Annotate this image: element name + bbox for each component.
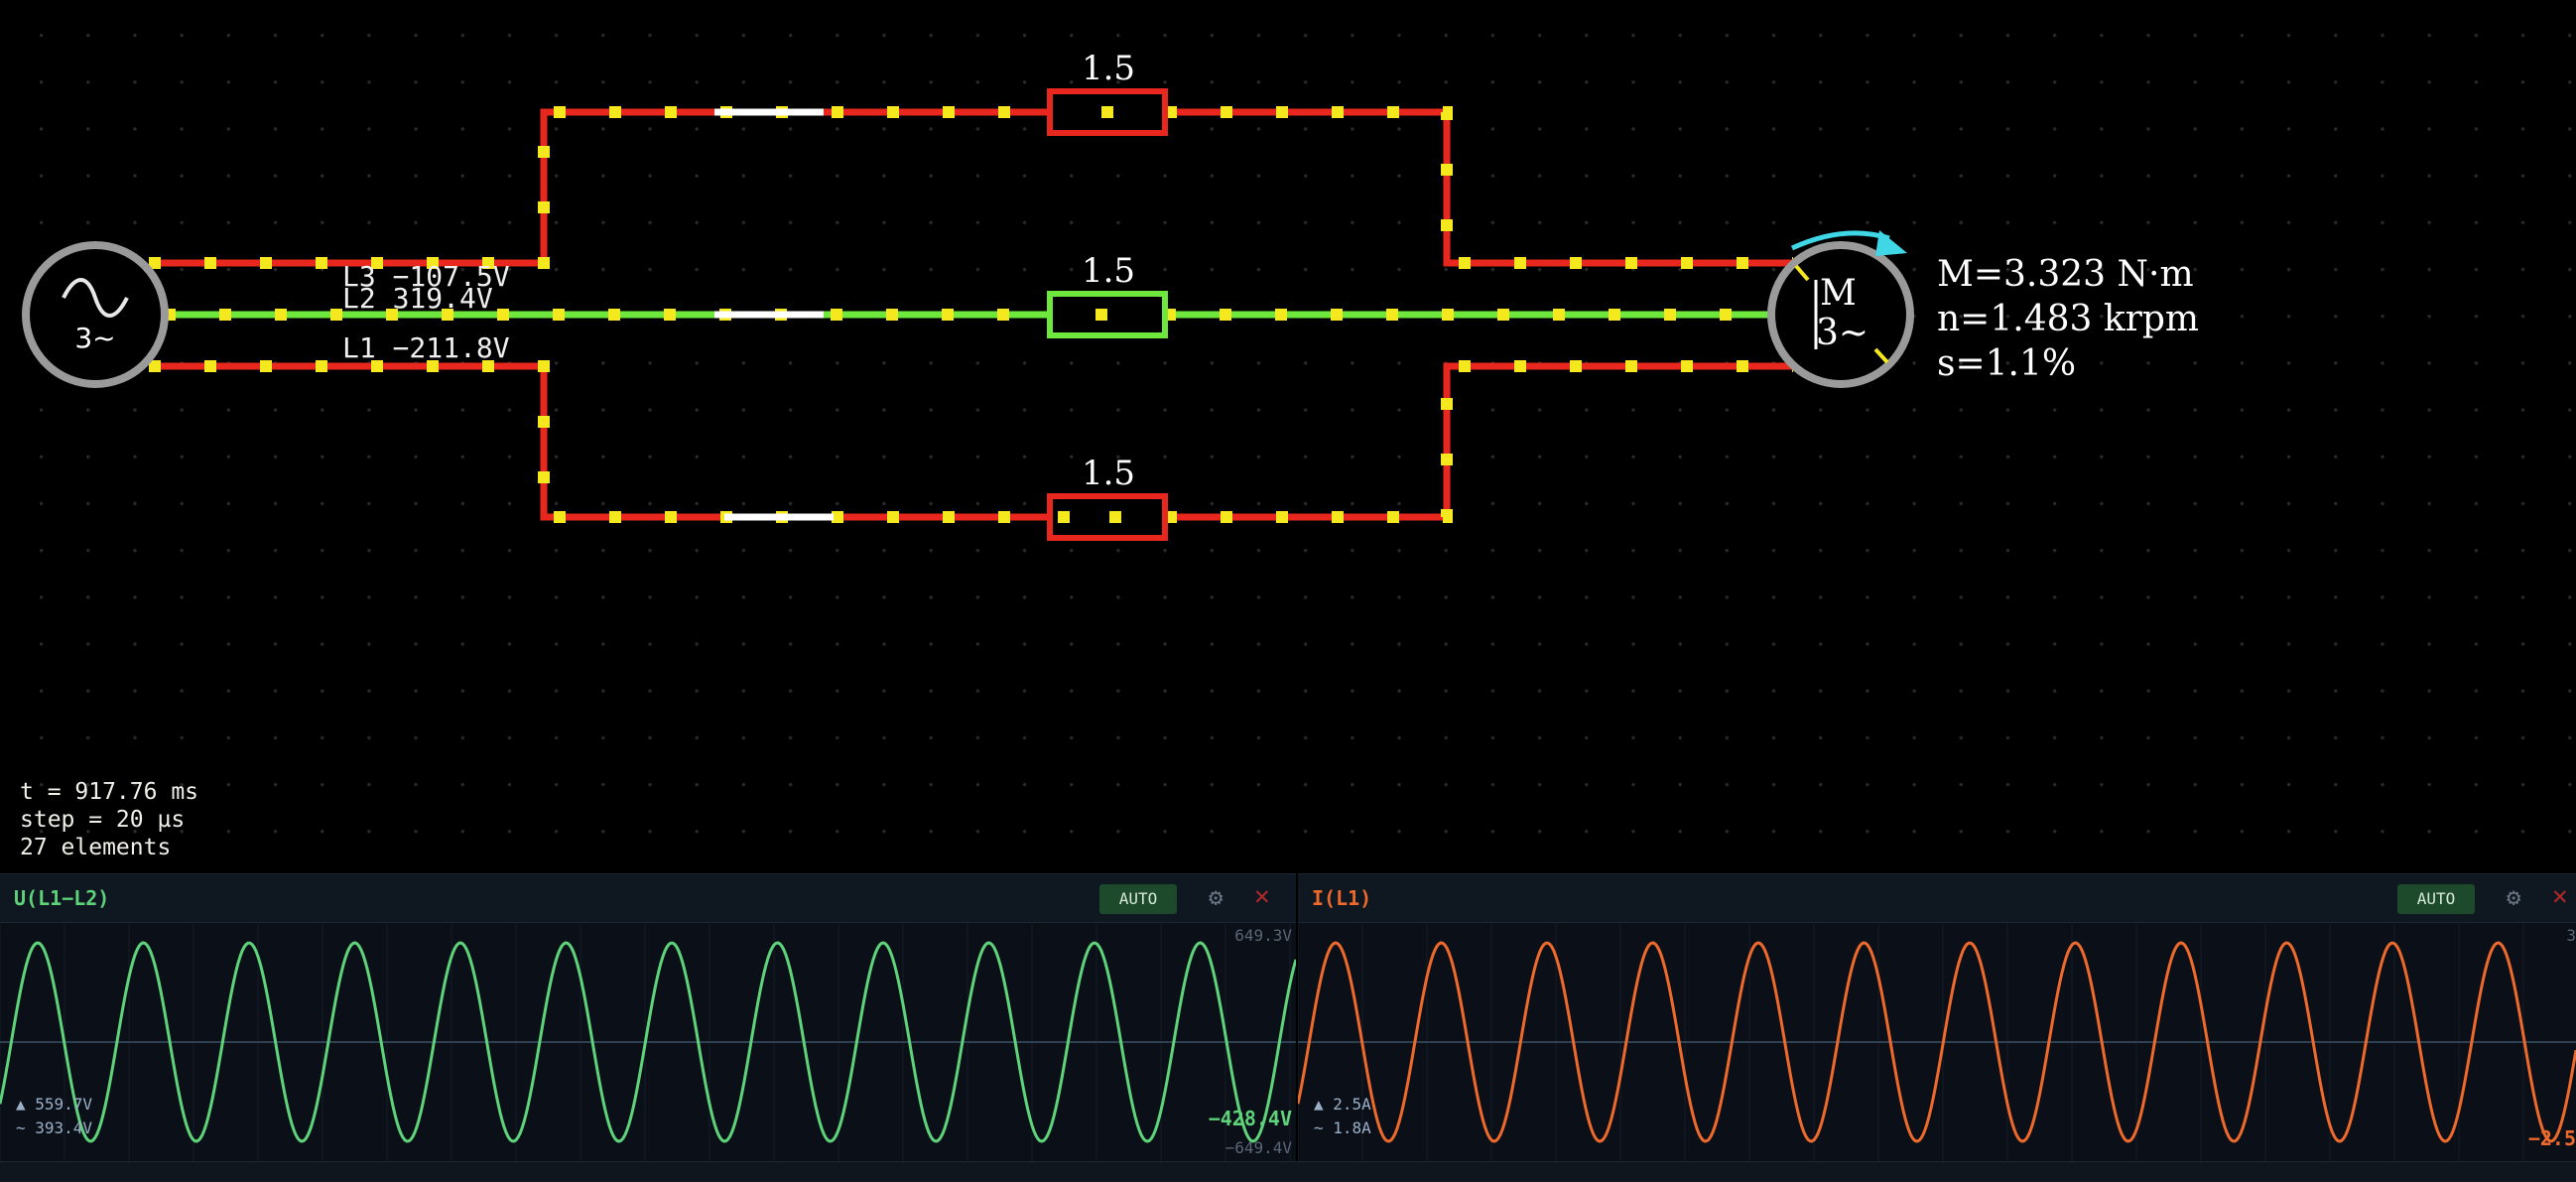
resistor-l3-node (1101, 106, 1113, 118)
wire-l3[interactable] (149, 108, 1793, 267)
resistor-l2-value: 1.5 (1082, 251, 1135, 291)
motor-terminal-l1 (1873, 347, 1889, 364)
resistor-l2-node (1095, 309, 1107, 321)
gear-icon[interactable]: ⚙ (1209, 883, 1224, 911)
rotation-arrow-head (1875, 230, 1907, 256)
scope-current-value: −2.5 (2527, 1126, 2576, 1150)
scope-rms: ~ 393.4V (16, 1118, 93, 1137)
motor-symbol-m: M (1820, 273, 1857, 314)
scope-max: 649.3V (1234, 926, 1292, 945)
scope-current-value: −428.4V (1208, 1107, 1292, 1130)
scope-header: U(L1−L2) AUTO ⚙ ✕ (0, 874, 1296, 923)
scope-title: U(L1−L2) (14, 886, 110, 910)
scope-title: I(L1) (1312, 886, 1372, 910)
motor-terminal-l3 (1794, 264, 1810, 282)
scope-min: −649.4V (1224, 1138, 1292, 1157)
resistor-l3-value: 1.5 (1082, 49, 1135, 88)
scope-panel-voltage[interactable]: U(L1−L2) AUTO ⚙ ✕ 649.3V −649.4V −428.4V… (0, 873, 1296, 1162)
motor-torque: M=3.323 N·m (1937, 254, 2194, 295)
simulation-status: t = 917.76 ms step = 20 µs 27 elements (20, 778, 198, 861)
auto-scale-button[interactable]: AUTO (2397, 884, 2475, 914)
auto-scale-button[interactable]: AUTO (1099, 884, 1177, 914)
motor-slip: s=1.1% (1937, 343, 2076, 384)
resistor-l1-node-a (1058, 511, 1070, 523)
scope-trace (1298, 941, 2576, 1143)
resistor-l1-node-b (1109, 511, 1121, 523)
scope-plot (1298, 922, 2576, 1162)
wire-l3-dots (149, 106, 1793, 269)
sine-icon (62, 278, 129, 318)
sim-step: step = 20 µs (20, 807, 186, 833)
phase-label-l1: L1 −211.8V (342, 331, 510, 364)
close-icon[interactable]: ✕ (2552, 881, 2568, 911)
wire-l1-dots (149, 360, 1793, 523)
three-phase-source[interactable]: 3~ (22, 241, 169, 388)
source-symbol: 3~ (74, 322, 115, 354)
bottom-status-bar (0, 1161, 2576, 1182)
sim-time: t = 917.76 ms (20, 779, 199, 805)
motor-symbol-phase: 3~ (1816, 313, 1868, 353)
close-icon[interactable]: ✕ (1254, 881, 1270, 911)
three-phase-motor[interactable]: M 3~ (1767, 230, 1914, 388)
scope-trace (0, 941, 1296, 1143)
scope-plot (0, 922, 1296, 1162)
gear-icon[interactable]: ⚙ (2507, 883, 2521, 911)
motor-speed: n=1.483 krpm (1937, 299, 2199, 339)
scope-peak: ▲ 2.5A (1314, 1095, 1371, 1114)
sim-element-count: 27 elements (20, 835, 172, 860)
resistor-l1-value: 1.5 (1082, 454, 1135, 493)
phase-label-l3: L3 −107.5V (342, 260, 510, 293)
scope-max: 3 (2566, 926, 2576, 945)
scope-peak: ▲ 559.7V (16, 1095, 93, 1114)
circuit-diagram: 1.5 1.5 1.5 L3 −107.5V L2 319.4V L1 −211… (22, 49, 2199, 541)
phase-label-l2: L2 319.4V (342, 282, 493, 315)
wire-l1[interactable] (149, 362, 1793, 521)
scope-header: I(L1) AUTO ⚙ ✕ (1298, 874, 2576, 923)
scope-panel-current[interactable]: I(L1) AUTO ⚙ ✕ 3 −2.5 ▲ 2.5A ~ 1.8A (1298, 873, 2576, 1162)
scope-rms: ~ 1.8A (1314, 1118, 1371, 1137)
circuit-canvas[interactable] (0, 0, 2576, 873)
